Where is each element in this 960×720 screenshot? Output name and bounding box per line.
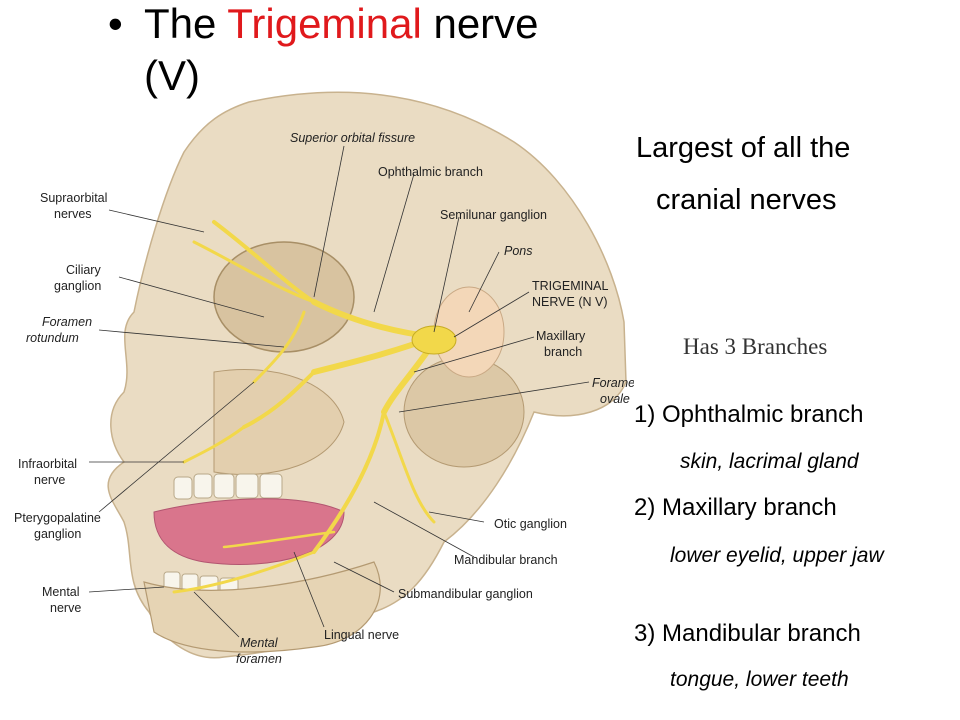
title-line-2: (V)	[144, 52, 200, 99]
tongue-shape	[153, 498, 345, 565]
label-ciliary-2: ganglion	[54, 279, 101, 293]
label-pterygopalatine-1: Pterygopalatine	[14, 511, 101, 525]
label-lingual-nerve: Lingual nerve	[324, 628, 399, 642]
branch-2-desc: lower eyelid, upper jaw	[670, 544, 884, 567]
branch-3-label: 3) Mandibular branch	[634, 620, 861, 647]
label-supraorbital-1: Supraorbital	[40, 191, 107, 205]
label-foramen-ovale-1: Foramen	[592, 376, 634, 390]
label-foramen-rotundum-2: rotundum	[26, 331, 79, 345]
label-mental-foramen-2: foramen	[236, 652, 282, 666]
label-foramen-ovale-2: ovale	[600, 392, 630, 406]
label-supraorbital-2: nerves	[54, 207, 92, 221]
semilunar-ganglion-shape	[411, 325, 457, 355]
label-foramen-rotundum-1: Foramen	[42, 315, 92, 329]
label-pons: Pons	[504, 244, 533, 258]
label-mental-nerve-1: Mental	[42, 585, 80, 599]
title-bullet: •	[108, 0, 123, 47]
label-otic-ganglion: Otic ganglion	[494, 517, 567, 531]
label-infraorbital-1: Infraorbital	[18, 457, 77, 471]
upper-teeth	[173, 473, 283, 500]
maxilla-shape	[213, 368, 345, 476]
label-infraorbital-2: nerve	[34, 473, 65, 487]
title-accent: Trigeminal	[227, 0, 422, 47]
summary-line-2: cranial nerves	[656, 184, 837, 216]
label-trigeminal-2: NERVE (N V)	[532, 295, 607, 309]
title-prefix: The	[144, 0, 228, 47]
title-line-1: The Trigeminal nerve	[144, 0, 539, 48]
label-submandibular-ganglion: Submandibular ganglion	[398, 587, 533, 601]
label-pterygopalatine-2: ganglion	[34, 527, 81, 541]
label-mental-nerve-2: nerve	[50, 601, 81, 615]
branch-1-desc: skin, lacrimal gland	[680, 450, 859, 473]
branch-2-label: 2) Maxillary branch	[634, 494, 837, 521]
label-maxillary-2: branch	[544, 345, 582, 359]
label-mental-foramen-1: Mental	[240, 636, 279, 650]
trigeminal-nerve-illustration: Superior orbital fissure Ophthalmic bran…	[14, 82, 634, 692]
title-suffix: nerve	[421, 0, 539, 47]
branch-3-desc: tongue, lower teeth	[670, 668, 849, 691]
label-mandibular-branch: Mandibular branch	[454, 553, 558, 567]
branch-1-label: 1) Ophthalmic branch	[634, 401, 864, 428]
label-ciliary-1: Ciliary	[66, 263, 101, 277]
summary-line-1: Largest of all the	[636, 132, 851, 164]
mandible-shape	[143, 561, 381, 653]
label-ophthalmic-branch: Ophthalmic branch	[378, 165, 483, 179]
leader-lines	[88, 145, 590, 638]
anatomy-svg: Superior orbital fissure Ophthalmic bran…	[14, 91, 634, 666]
orbit-shape	[213, 241, 355, 353]
label-maxillary-1: Maxillary	[536, 329, 586, 343]
label-semilunar-ganglion: Semilunar ganglion	[440, 208, 547, 222]
label-trigeminal-1: TRIGEMINAL	[532, 279, 608, 293]
branches-heading: Has 3 Branches	[683, 334, 828, 359]
label-superior-orbital-fissure: Superior orbital fissure	[290, 131, 415, 145]
